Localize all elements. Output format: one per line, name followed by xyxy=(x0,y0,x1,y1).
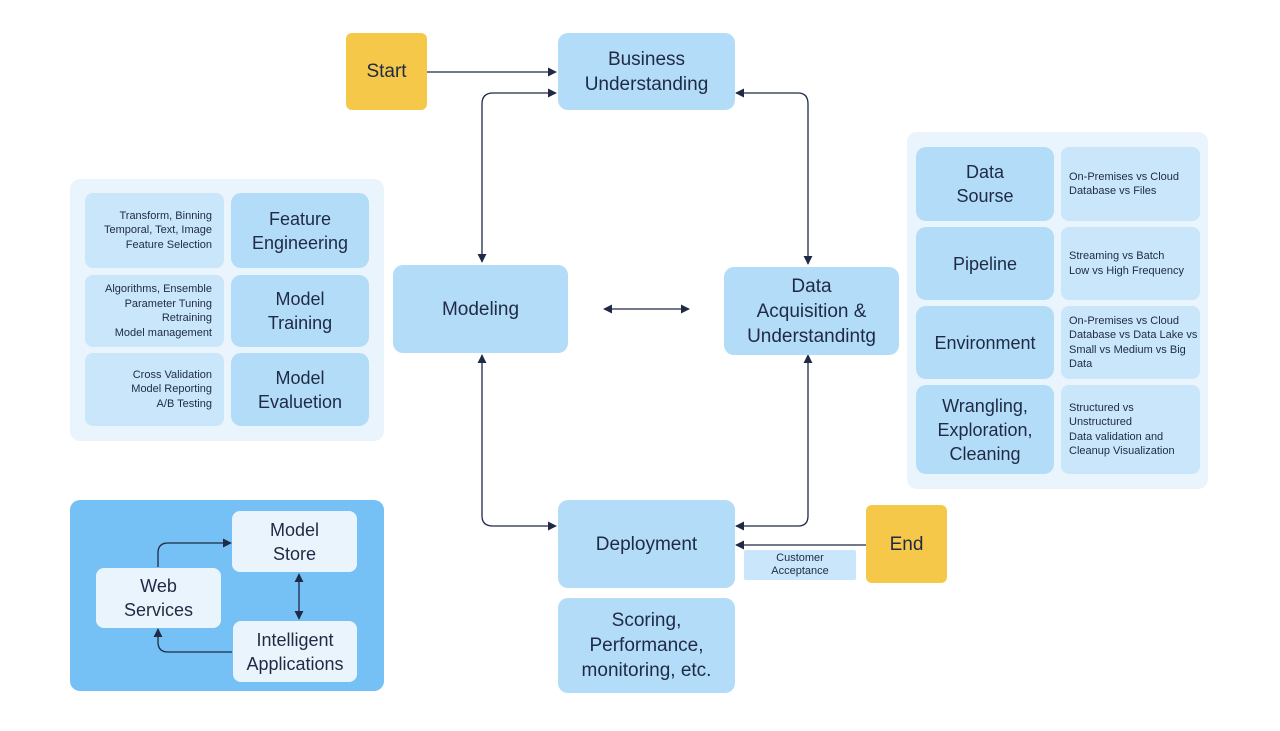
model-training-node[interactable]: Model Training xyxy=(231,275,369,347)
scoring-node[interactable]: Scoring, Performance, monitoring, etc. xyxy=(558,598,735,693)
deployment-label: Deployment xyxy=(595,533,698,555)
end-label: End xyxy=(889,533,924,555)
arrow-modeling-deployment xyxy=(477,354,557,531)
data-source-node[interactable]: Data Sourse xyxy=(916,147,1054,221)
deployment-node[interactable]: Deployment xyxy=(558,500,735,588)
web-services-label: Web Services xyxy=(123,576,194,620)
modeling-node[interactable]: Modeling xyxy=(393,265,568,353)
scoring-label: Scoring, Performance, monitoring, etc. xyxy=(581,610,712,681)
feature-engineering-details: Transform, Binning Temporal, Text, Image… xyxy=(85,193,224,268)
model-store-node[interactable]: Model Store xyxy=(232,511,357,572)
model-evaluation-node[interactable]: Model Evaluetion xyxy=(231,353,369,426)
intelligent-applications-node[interactable]: Intelligent Applications xyxy=(233,621,357,682)
feature-engineering-node[interactable]: Feature Engineering xyxy=(231,193,369,268)
pipeline-label: Pipeline xyxy=(952,253,1018,274)
web-services-node[interactable]: Web Services xyxy=(96,568,221,628)
model-evaluation-details: Cross Validation Model Reporting A/B Tes… xyxy=(85,353,224,426)
model-evaluation-label: Model Evaluetion xyxy=(257,367,343,412)
data-acquisition-node[interactable]: Data Acquisition & Understandintg xyxy=(724,267,899,355)
data-source-details: On-Premises vs Cloud Database vs Files xyxy=(1061,147,1200,221)
pipeline-node[interactable]: Pipeline xyxy=(916,227,1054,300)
feature-engineering-label: Feature Engineering xyxy=(251,208,349,253)
start-label: Start xyxy=(366,61,407,82)
data-source-label: Data Sourse xyxy=(956,162,1014,206)
pipeline-details: Streaming vs Batch Low vs High Frequency xyxy=(1061,227,1200,300)
data-acquisition-label: Data Acquisition & Understandintg xyxy=(747,275,876,347)
wrangling-node[interactable]: Wrangling, Exploration, Cleaning xyxy=(916,385,1054,474)
start-node[interactable]: Start xyxy=(346,33,427,110)
model-store-label: Model Store xyxy=(269,519,320,564)
modeling-label: Modeling xyxy=(441,298,520,320)
customer-acceptance-label: Customer Acceptance xyxy=(744,550,856,580)
end-node[interactable]: End xyxy=(866,505,947,583)
environment-label: Environment xyxy=(934,332,1036,353)
arrow-acquisition-deployment xyxy=(735,354,813,531)
wrangling-details: Structured vs Unstructured Data validati… xyxy=(1061,385,1200,474)
intelligent-applications-label: Intelligent Applications xyxy=(246,629,344,674)
business-understanding-node[interactable]: Business Understanding xyxy=(558,33,735,110)
model-training-label: Model Training xyxy=(267,289,333,333)
environment-details: On-Premises vs Cloud Database vs Data La… xyxy=(1061,306,1200,379)
wrangling-label: Wrangling, Exploration, Cleaning xyxy=(937,395,1033,464)
environment-node[interactable]: Environment xyxy=(916,306,1054,379)
arrow-modeling-business xyxy=(477,88,557,263)
arrow-business-acquisition xyxy=(735,88,813,265)
model-training-details: Algorithms, Ensemble Parameter Tuning Re… xyxy=(85,275,224,347)
business-understanding-label: Business Understanding xyxy=(584,48,709,95)
